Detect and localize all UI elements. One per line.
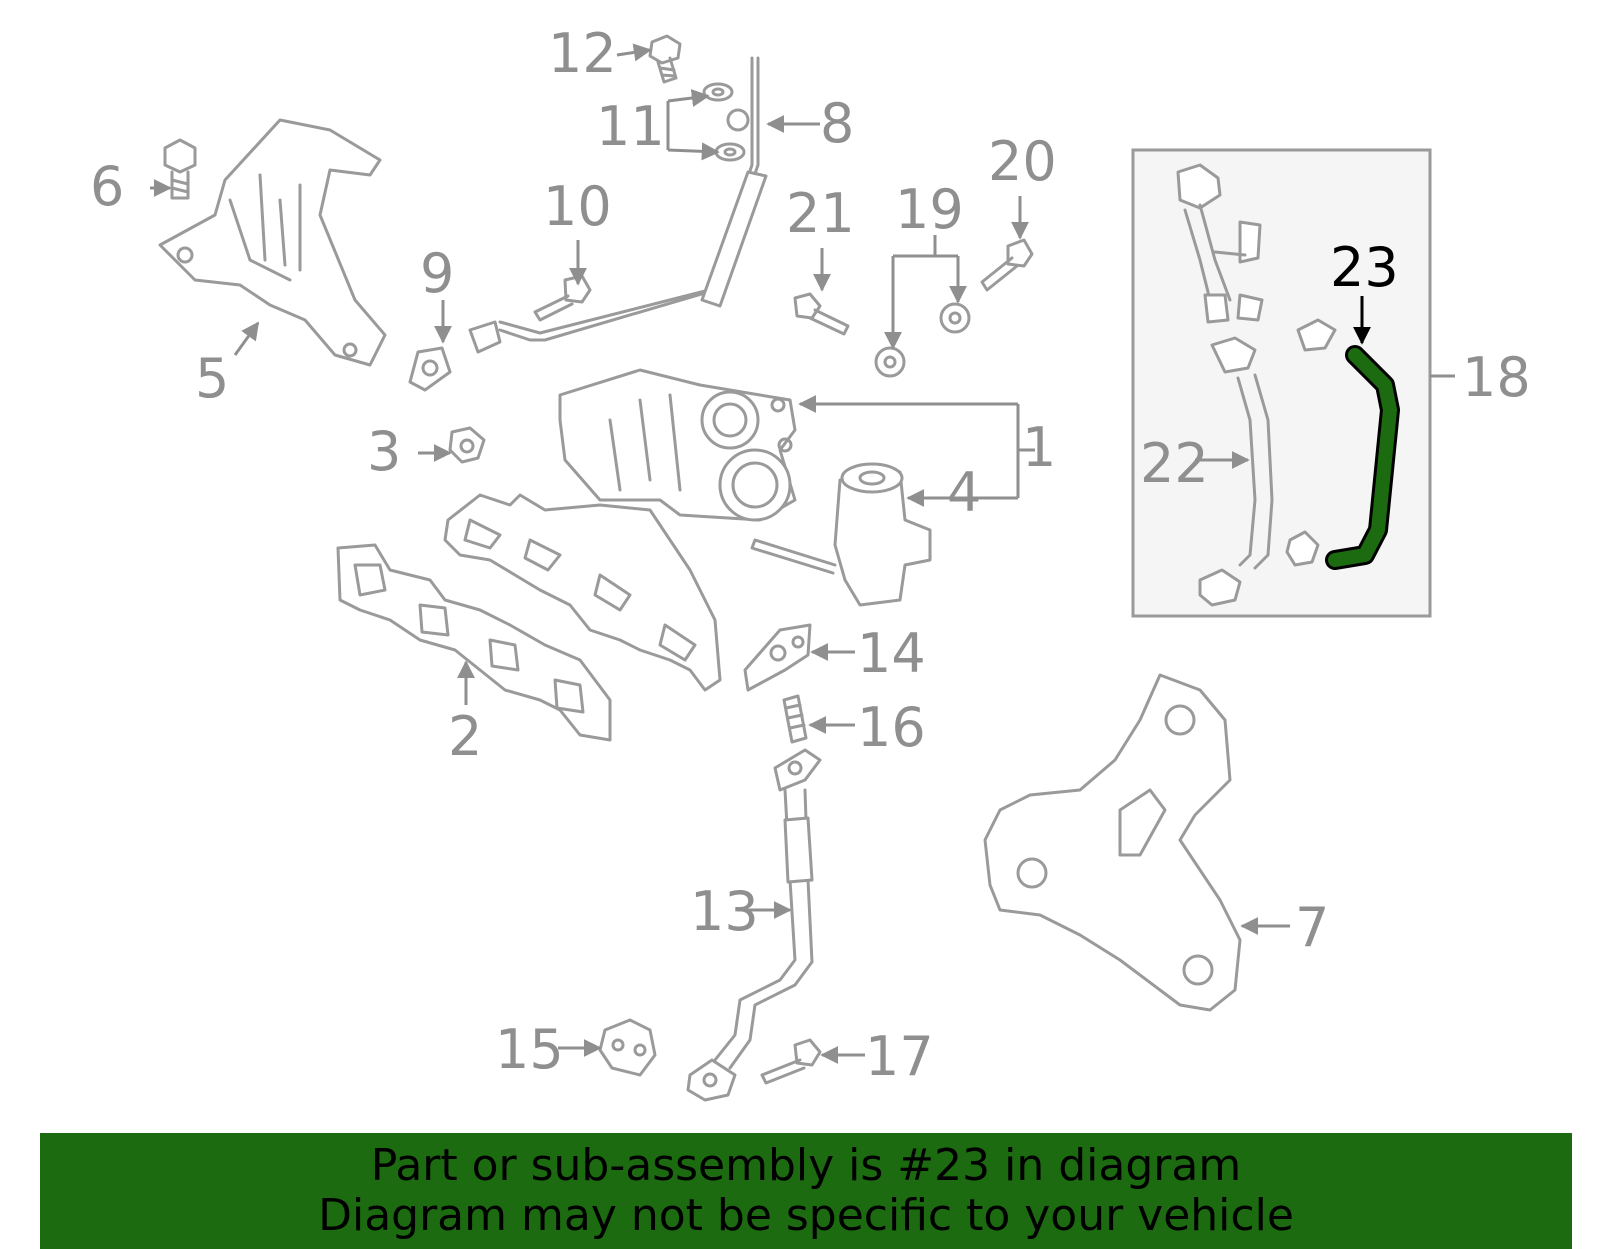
callout-4: 4 [947,461,981,524]
part-5-heat-shield[interactable] [158,118,387,367]
callout-15: 15 [495,1018,564,1081]
callout-2: 2 [448,705,482,768]
callout-7: 7 [1295,896,1329,959]
part-7-heat-shield[interactable] [983,673,1242,1012]
banner-line-1: Part or sub-assembly is #23 in diagram [370,1140,1242,1191]
part-15-gasket[interactable] [598,1018,657,1077]
callout-6: 6 [90,155,124,218]
callout-3: 3 [367,420,401,483]
part-12-bolt[interactable] [648,34,682,84]
part-17-bolt[interactable] [760,1038,822,1085]
part-6-bolt[interactable] [163,138,197,200]
callout-labels: 12 11 8 6 10 21 19 20 9 5 3 1 4 2 14 16 … [90,22,1531,1088]
callout-17: 17 [865,1025,934,1088]
callout-19: 19 [895,178,964,241]
part-4-wastegate-actuator[interactable] [750,462,932,607]
callout-16: 16 [857,696,926,759]
part-23-hose-highlighted[interactable] [1325,345,1400,570]
callout-9: 9 [420,242,454,305]
part-16-stud[interactable] [782,694,808,744]
part-14-gasket[interactable] [743,623,812,692]
part-8-oil-feed-pipe[interactable] [468,56,768,354]
part-19-washers[interactable] [874,302,971,378]
callout-5: 5 [195,347,229,410]
part-9-gasket[interactable] [408,346,452,392]
callout-1: 1 [1022,416,1056,479]
callout-21: 21 [786,182,855,245]
callout-23: 23 [1330,236,1399,299]
part-21-bolt[interactable] [793,292,850,336]
part-10-bolt[interactable] [533,274,592,322]
part-2-manifold-gasket[interactable] [336,543,612,742]
callout-22: 22 [1140,432,1209,495]
callout-10: 10 [543,175,612,238]
part-22-hose[interactable] [1198,318,1337,607]
part-20-bolt[interactable] [980,238,1034,292]
part-1-turbocharger[interactable] [558,368,797,522]
callout-14: 14 [857,622,926,685]
callout-13: 13 [690,880,759,943]
callout-12: 12 [548,22,617,85]
callout-11: 11 [596,95,665,158]
exhaust-manifold [443,493,722,692]
banner-line-2: Diagram may not be specific to your vehi… [318,1190,1294,1241]
callout-20: 20 [988,130,1057,193]
part-3-nut[interactable] [448,426,486,464]
callout-18: 18 [1462,346,1531,409]
callout-8: 8 [820,92,854,155]
part-13-oil-return-pipe[interactable] [686,748,822,1102]
notice-banner: Part or sub-assembly is #23 in diagram D… [40,1133,1572,1249]
part-18-harness[interactable] [1176,163,1264,324]
leader-lines [150,43,1455,1064]
